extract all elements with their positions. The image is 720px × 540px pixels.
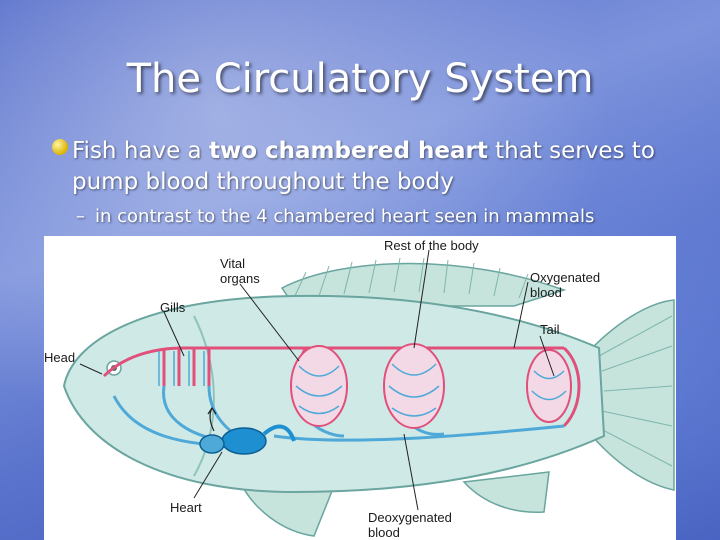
bullet-text-after: that serves to pump blood throughout the… — [72, 138, 655, 195]
bullet-secondary-text: in contrast to the 4 chambered heart see… — [95, 206, 595, 227]
pelvic-fin — [237, 479, 336, 537]
bullet-primary: Fish have a two chambered heart that ser… — [52, 136, 702, 198]
bullet-primary-text: Fish have a two chambered heart that ser… — [72, 136, 702, 198]
dorsal-fin-rays — [293, 257, 529, 299]
vital-organs-capillary-bed — [290, 345, 348, 427]
label-oxygenated-blood: Oxygenated blood — [530, 270, 601, 300]
label-head: Head — [44, 350, 76, 365]
label-vital-organs: Vital organs — [220, 256, 260, 286]
bullet-text-bold: two chambered heart — [208, 138, 488, 164]
gills-capillary-bed — [158, 351, 205, 386]
tail-capillary-bed — [526, 349, 572, 423]
flow-arrows — [207, 406, 217, 432]
slide-title: The Circulatory System — [126, 56, 594, 102]
tail-fin-rays — [598, 315, 673, 467]
fish-circulation-diagram: Rest of the body Vital organs Oxygenated… — [44, 236, 676, 540]
label-heart: Heart — [170, 500, 202, 515]
bullet-dash-icon: – — [76, 206, 85, 227]
heart-icon — [199, 424, 296, 455]
bullet-secondary: –in contrast to the 4 chambered heart se… — [76, 206, 706, 227]
label-deoxygenated-blood: Deoxygenated blood — [368, 510, 452, 540]
tail-fin — [591, 299, 675, 491]
bullet-dot-icon — [52, 139, 68, 155]
dorsal-fin — [280, 262, 567, 307]
label-leader-lines — [79, 249, 555, 511]
rest-of-body-capillary-bed — [383, 343, 445, 429]
anal-fin — [462, 471, 550, 513]
label-tail: Tail — [540, 322, 560, 337]
label-rest-of-body: Rest of the body — [384, 238, 479, 253]
gill-cover — [193, 315, 215, 477]
fish-illustration — [62, 249, 675, 537]
bullet-text-before: Fish have a — [72, 138, 209, 164]
label-gills: Gills — [160, 300, 186, 315]
